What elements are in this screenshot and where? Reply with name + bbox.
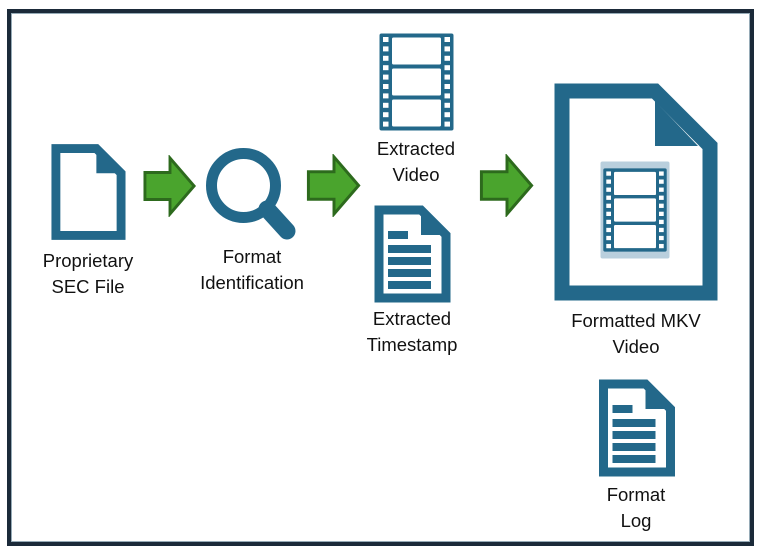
label-extracted-video: Extracted Video: [346, 136, 486, 188]
text-document-icon: [595, 378, 678, 478]
label-line: Video: [392, 164, 440, 185]
filmstrip-icon: [378, 32, 455, 132]
diagram-border: [7, 9, 754, 546]
label-line: Proprietary: [42, 250, 134, 271]
flow-arrow-icon: [479, 154, 535, 217]
label-line: Log: [620, 510, 652, 531]
label-format-log: Format Log: [576, 482, 696, 534]
text-document-icon: [371, 204, 453, 304]
label-line: Format: [222, 246, 282, 267]
label-line: Identification: [200, 272, 304, 293]
label-formatted-mkv-video: Formatted MKV Video: [546, 308, 726, 360]
label-format-identification: Format Identification: [182, 244, 322, 296]
label-line: Video: [612, 336, 660, 357]
label-line: Formatted MKV: [571, 310, 701, 331]
label-line: SEC File: [51, 276, 125, 297]
label-extracted-timestamp: Extracted Timestamp: [342, 306, 482, 358]
label-line: Format: [606, 484, 666, 505]
flow-arrow-icon: [143, 155, 197, 217]
label-line: Extracted: [372, 308, 452, 329]
label-proprietary-sec-file: Proprietary SEC File: [18, 248, 158, 300]
video-document-icon: [552, 83, 720, 301]
label-line: Timestamp: [366, 334, 458, 355]
magnifier-icon: [205, 147, 303, 247]
blank-document-icon: [48, 142, 127, 242]
label-line: Extracted: [376, 138, 456, 159]
